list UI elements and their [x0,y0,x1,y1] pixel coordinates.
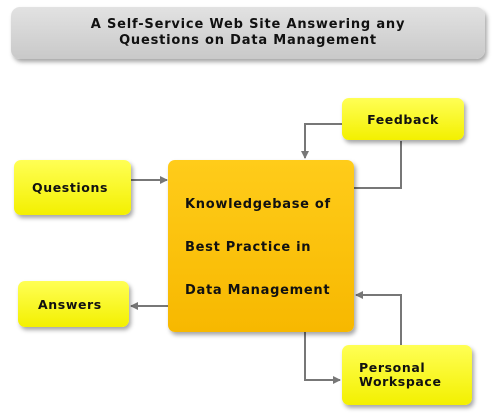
knowledgebase-text: Knowledgebase of Best Practice in Data M… [185,196,350,325]
node-questions-label: Questions [32,180,109,195]
arrow-workspace-to-knowledgebase [355,291,402,345]
node-personal-workspace: Personal Workspace [342,345,472,405]
node-feedback: Feedback [342,98,464,140]
arrow-knowledgebase-to-workspace [304,332,341,384]
arrow-feedback-to-knowledgebase [354,141,402,189]
arrow-feedback-into-knowledgebase [301,123,342,159]
title-banner: A Self-Service Web Site Answering any Qu… [11,7,485,59]
knowledgebase-line-1: Knowledgebase of [185,197,331,212]
node-answers-label: Answers [38,296,102,312]
node-feedback-label: Feedback [367,111,439,127]
node-knowledgebase: Knowledgebase of Best Practice in Data M… [168,160,354,332]
diagram-title: A Self-Service Web Site Answering any Qu… [90,17,406,48]
node-questions: Questions [14,160,131,215]
knowledgebase-line-3: Data Management [185,283,331,298]
knowledgebase-line-2: Best Practice in [185,240,312,255]
node-personal-workspace-label: Personal Workspace [359,360,442,389]
node-answers: Answers [18,281,129,327]
